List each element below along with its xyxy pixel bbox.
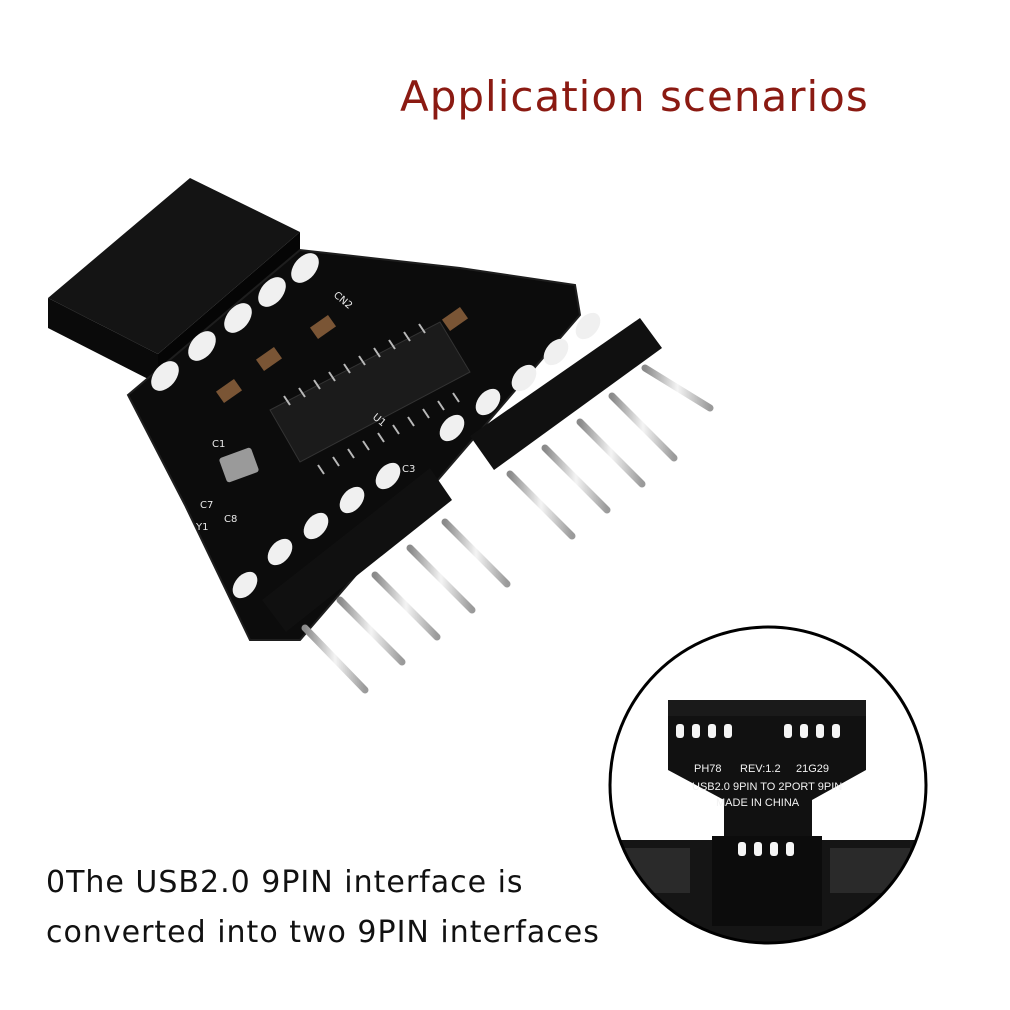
label-y1: Y1 bbox=[195, 522, 208, 533]
socket-housing bbox=[48, 178, 300, 354]
socket-pads bbox=[151, 253, 319, 391]
caption-line-2: converted into two 9PIN interfaces bbox=[46, 915, 600, 950]
inset-description: USB2.0 9PIN TO 2PORT 9PIN bbox=[692, 781, 842, 793]
smd-components bbox=[215, 306, 469, 483]
page-title: Application scenarios bbox=[400, 72, 869, 121]
pin-header-blocks bbox=[262, 318, 662, 632]
label-c1: C1 bbox=[212, 439, 225, 450]
controller-chip bbox=[269, 321, 471, 463]
inset-date: 21G29 bbox=[796, 763, 829, 775]
pcb bbox=[126, 248, 582, 641]
inset-rev: REV:1.2 bbox=[740, 763, 781, 775]
caption: 0The USB2.0 9PIN interface is converted … bbox=[46, 858, 600, 958]
inset-origin: MADE IN CHINA bbox=[716, 797, 800, 809]
label-c7: C7 bbox=[200, 500, 213, 511]
header-pins bbox=[301, 364, 714, 694]
header-pads bbox=[232, 312, 601, 599]
caption-line-1: 0The USB2.0 9PIN interface is bbox=[46, 865, 524, 900]
inset-back-view: PH78 REV:1.2 21G29 USB2.0 9PIN TO 2PORT … bbox=[608, 625, 928, 945]
inset-model: PH78 bbox=[694, 763, 722, 775]
adapter-board: CN2 U1 C1 C7 C8 Y1 C3 bbox=[48, 178, 714, 694]
label-c3: C3 bbox=[402, 464, 415, 475]
label-c8: C8 bbox=[224, 514, 237, 525]
